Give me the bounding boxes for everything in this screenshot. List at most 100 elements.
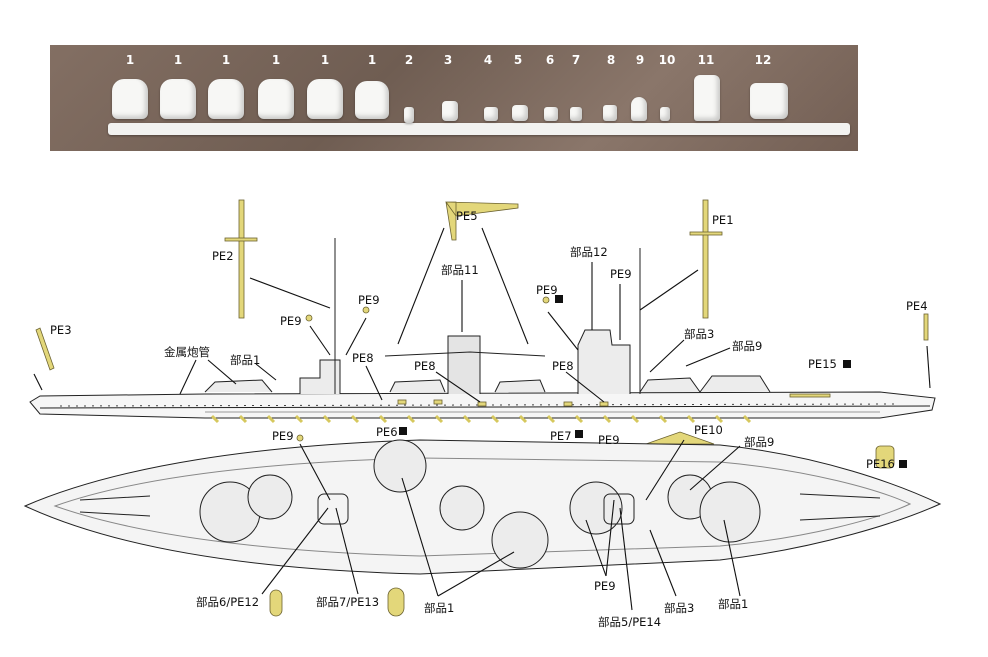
part-4: [484, 107, 498, 121]
leader-pe9-c: [309, 325, 331, 356]
label-part1-top-b: 部品1: [718, 597, 748, 611]
leader-part5: [619, 507, 633, 611]
leader-part6: [261, 507, 329, 595]
part-number-label: 1: [367, 53, 377, 67]
label-pe9-d: PE9: [610, 267, 632, 281]
pe-marker: [399, 427, 407, 435]
leader-pe9-top3: [605, 499, 615, 577]
top-view: [23, 439, 942, 575]
leader-pe9-top: [299, 443, 331, 501]
pe4-part: [923, 313, 929, 341]
pe8-part: [563, 401, 573, 407]
label-pe4: PE4: [906, 299, 928, 313]
part-6: [544, 107, 558, 121]
pe8-part: [599, 401, 609, 407]
part-number-label: 4: [483, 53, 493, 67]
label-pe9-e: PE9: [272, 429, 294, 443]
pe1-mast-part: [702, 199, 709, 319]
leader-part1-side: [255, 363, 277, 381]
photo-etch-parts: [35, 199, 929, 617]
part-7: [570, 107, 582, 121]
label-pe9-a: PE9: [280, 314, 302, 328]
part-1e: [307, 79, 343, 119]
sprue-runner: [108, 123, 850, 135]
label-part5-pe14: 部品5/PE14: [598, 615, 661, 629]
part-number-label: 1: [271, 53, 281, 67]
part-1a: [112, 79, 148, 119]
leader-metal-b: [207, 359, 237, 385]
leader-pe2: [249, 277, 331, 309]
side-view: [29, 238, 936, 419]
stern-guns: [79, 495, 151, 517]
leader-pe8-c: [565, 371, 605, 403]
leader-part7: [335, 507, 359, 595]
leader-part1-top-a2: [437, 551, 515, 597]
part-1d: [258, 79, 294, 119]
label-pe9-f: PE9: [598, 433, 620, 447]
turret-top: [439, 485, 485, 531]
part-number-label: 5: [513, 53, 523, 67]
label-pe9-g: PE9: [594, 579, 616, 593]
label-pe16: PE16: [866, 457, 895, 471]
part-2: [404, 107, 414, 123]
leader-part1-top-a: [401, 477, 439, 597]
turret-top: [373, 439, 427, 493]
part-1b: [160, 79, 196, 119]
part-10: [660, 107, 670, 121]
label-part9-top: 部品9: [744, 435, 774, 449]
label-part3-top: 部品3: [664, 601, 694, 615]
turret-side: [389, 379, 446, 393]
aft-superstructure: [577, 329, 631, 394]
turret-top: [569, 481, 623, 535]
pe1-yard: [689, 231, 723, 236]
turret-side: [204, 379, 273, 393]
structure-top: [317, 493, 349, 525]
structure-top: [603, 493, 635, 525]
pe-marker: [555, 295, 563, 303]
part-9: [631, 97, 647, 121]
pe9-part: [362, 306, 370, 314]
crane-boom: [384, 351, 546, 357]
turret-top: [699, 481, 761, 543]
funnel: [447, 335, 481, 394]
label-part11: 部品11: [441, 263, 479, 277]
leader-metal-a: [179, 359, 197, 395]
turret-side: [699, 375, 771, 393]
pe7-rails: [210, 414, 752, 424]
leader-pe9-b: [547, 311, 579, 351]
pe-marker: [843, 360, 851, 368]
pe2-yard: [224, 237, 258, 242]
label-pe2: PE2: [212, 249, 234, 263]
label-part6-pe12: 部品6/PE12: [196, 595, 259, 609]
part-number-label: 3: [443, 53, 453, 67]
leader-part9-top: [689, 445, 741, 491]
part-5: [512, 105, 528, 121]
leader-part3: [649, 339, 685, 373]
pe-marker: [575, 430, 583, 438]
label-pe10: PE10: [694, 423, 723, 437]
pe16-part: [875, 445, 895, 469]
label-part1-side: 部品1: [230, 353, 260, 367]
part-1c: [208, 79, 244, 119]
label-pe9-b: PE9: [358, 293, 380, 307]
turret-top: [491, 511, 549, 569]
pe2-mast-part: [238, 199, 245, 319]
part-number-label: 8: [606, 53, 616, 67]
pe12-part: [269, 589, 283, 617]
pe3-part: [35, 327, 55, 371]
part-number-label: 2: [404, 53, 414, 67]
turret-top: [247, 474, 293, 520]
label-part1-top-a: 部品1: [424, 601, 454, 615]
label-part7-pe13: 部品7/PE13: [316, 595, 379, 609]
part-number-label: 1: [221, 53, 231, 67]
part-number-label: 1: [173, 53, 183, 67]
part-3: [442, 101, 458, 121]
part-11: [694, 75, 720, 121]
label-part3-side: 部品3: [684, 327, 714, 341]
leader-pe3: [33, 373, 43, 391]
fore-superstructure: [299, 359, 341, 394]
part-number-label: 12: [754, 53, 772, 67]
turret-side: [494, 379, 546, 393]
bow-guns: [799, 493, 881, 521]
pe15-part: [789, 393, 831, 398]
